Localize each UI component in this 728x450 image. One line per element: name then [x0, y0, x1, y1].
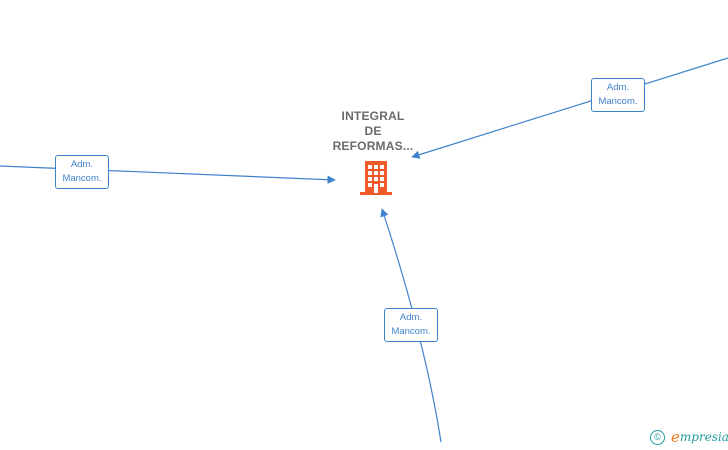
relation-label-bottom[interactable]: Adm. Mancom. — [384, 308, 438, 342]
brand-name-first: e — [671, 428, 680, 446]
relation-label-line-1: Adm. — [70, 159, 94, 170]
company-name-line-2: DE — [364, 124, 382, 138]
relation-label-line-1: Adm. — [606, 82, 630, 93]
relation-label-line-1: Adm. — [399, 312, 423, 323]
relation-label-top-right[interactable]: Adm. Mancom. — [591, 78, 645, 112]
building-icon[interactable] — [359, 160, 393, 196]
company-name-line-1: INTEGRAL — [341, 109, 405, 123]
brand-name-rest: mpresia — [679, 430, 728, 444]
relation-label-left[interactable]: Adm. Mancom. — [55, 155, 109, 189]
brand-watermark: © empresia — [650, 428, 728, 448]
relation-label-line-2: Mancom. — [598, 96, 638, 107]
edge-top-right — [411, 57, 728, 159]
company-name-line-3: REFORMAS... — [332, 139, 414, 153]
copyright-icon: © — [650, 429, 665, 445]
edge-left — [0, 165, 336, 184]
company-name[interactable]: INTEGRAL DE REFORMAS... — [318, 109, 428, 154]
relation-label-line-2: Mancom. — [391, 326, 431, 337]
relation-label-line-2: Mancom. — [62, 173, 102, 184]
